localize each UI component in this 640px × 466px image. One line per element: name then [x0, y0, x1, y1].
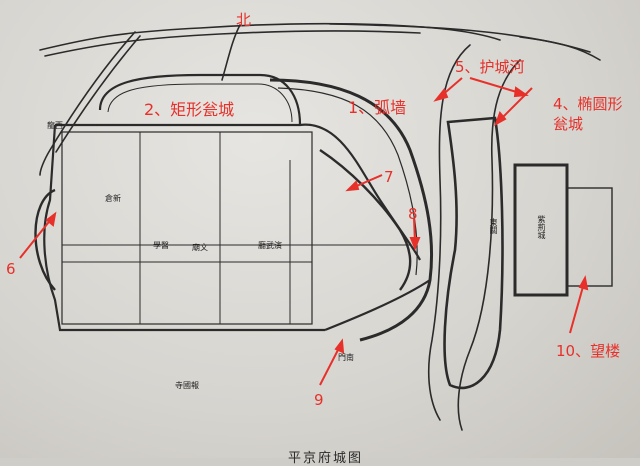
annotation-9-label: 9 — [314, 391, 324, 409]
annotation-1-label: 1、弧墙 — [348, 98, 407, 117]
map-label-purple-city: 紫荊城 — [537, 215, 546, 239]
map-label-west-temple: 龍西 — [47, 121, 63, 130]
annotation-5-label: 5、护城河 — [455, 58, 525, 76]
map-label-south-temple: 寺國報 — [175, 381, 199, 390]
annotation-8-label: 8 — [408, 205, 418, 223]
map-label-south-gate: 門南 — [338, 353, 354, 362]
map-caption: 平京府城图 — [288, 451, 364, 466]
map-label-temple-mid: 廟文 — [192, 243, 208, 252]
annotation-4-label-line2: 瓮城 — [553, 115, 584, 133]
map-label-school: 學醫 — [153, 241, 169, 250]
map-label-granary: 倉新 — [105, 194, 121, 203]
map-label-east-yamen: 廳武演 — [258, 241, 282, 250]
annotation-6-label: 6 — [6, 260, 16, 278]
annotation-2-label: 2、矩形瓮城 — [144, 100, 235, 119]
annotation-7-label: 7 — [384, 168, 394, 186]
map-label-east-city: 東關 — [489, 218, 498, 234]
north-compass-label: 北 — [236, 11, 252, 29]
annotation-4-label: 4、椭圆形 — [553, 95, 623, 113]
annotation-10-label: 10、望楼 — [556, 342, 621, 360]
